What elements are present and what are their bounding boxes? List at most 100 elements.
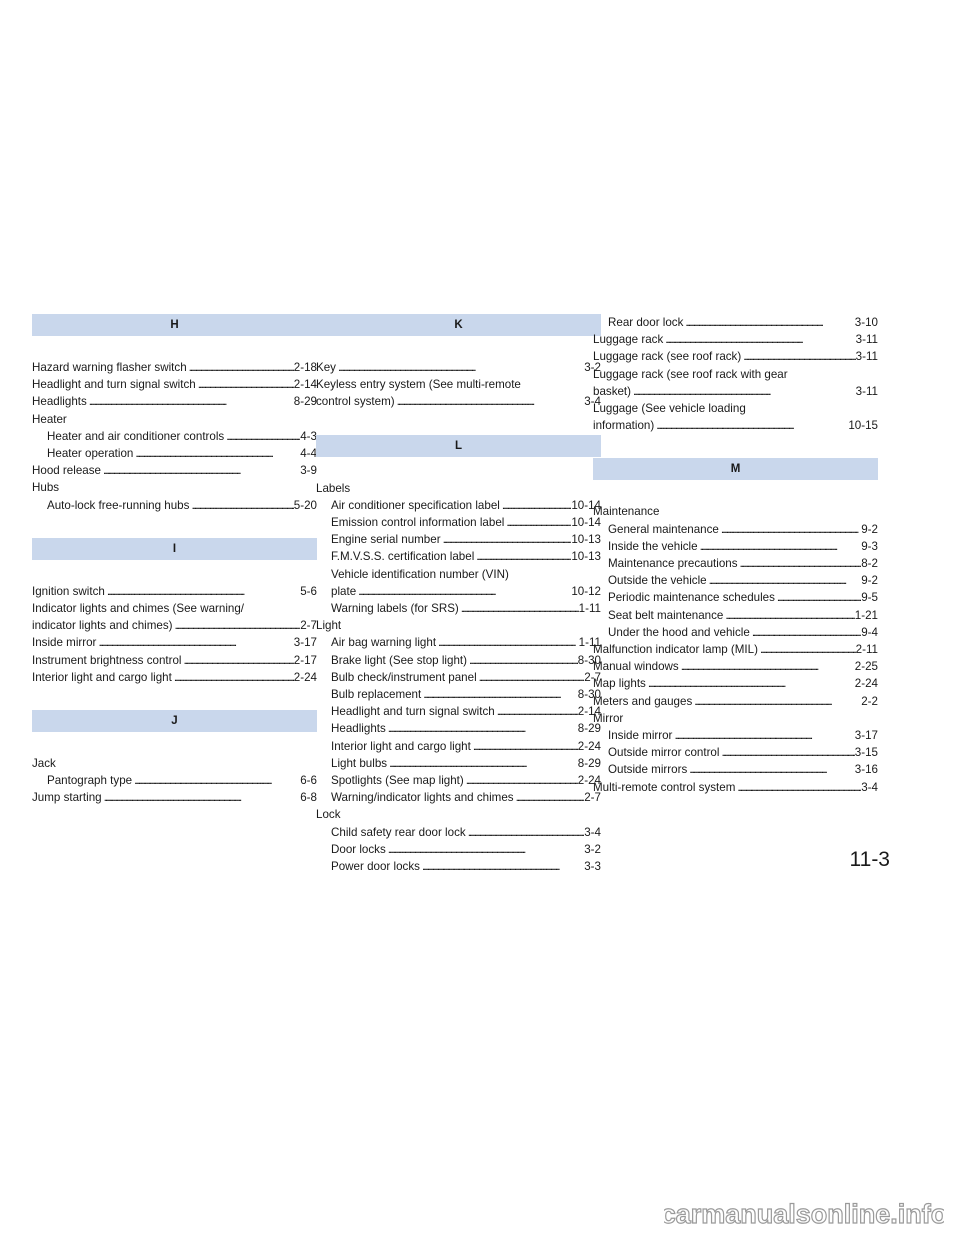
entry-page-ref: 2-11 [855, 643, 878, 657]
index-subentry: plate10-12 [316, 583, 601, 600]
index-entry: Inside mirror 3-17 [32, 634, 317, 651]
entry-text: information) [593, 419, 655, 433]
dot-leader [420, 858, 584, 875]
entry-page-ref: 6-8 [300, 791, 317, 805]
dot-leader [436, 634, 579, 651]
section-header: J [32, 710, 317, 733]
dot-leader [707, 572, 862, 589]
entry-text: Light bulbs [331, 756, 388, 770]
index-subentry: Outside mirror control3-15 [593, 744, 878, 761]
index-entry: Mirror [593, 711, 624, 725]
entry-page-ref: 10-12 [571, 584, 601, 598]
dot-leader [105, 583, 300, 600]
entry-text: Headlights [331, 722, 386, 736]
index-subentry: Headlight and turn signal switch2-14 [316, 703, 601, 720]
section-header: H [32, 314, 317, 336]
dot-leader [133, 445, 300, 462]
entry-page-ref: 3-17 [293, 636, 317, 650]
index-subentry: Auto-lock free-running hubs5-20 [32, 497, 317, 514]
entry-page-ref: 9-4 [861, 625, 878, 639]
dot-leader [663, 331, 855, 348]
dot-leader [719, 521, 861, 538]
entry-text: Auto-lock free-running hubs [47, 498, 190, 512]
index-entry: Key 3-2 [316, 359, 601, 376]
entry-page-ref: 3-4 [861, 780, 878, 794]
entry-text: Luggage rack (see roof rack) [593, 350, 742, 364]
dot-leader [224, 428, 300, 445]
index-subentry: Child safety rear door lock3-4 [316, 824, 601, 841]
entry-text: Key [316, 361, 336, 374]
entry-text: Headlights [32, 395, 87, 409]
entry-page-ref: 8-29 [577, 756, 601, 770]
entry-text: control system) [316, 395, 395, 409]
index-entry: basket)3-11 [593, 383, 878, 400]
entry-page-ref: 3-9 [300, 464, 317, 478]
dot-leader [441, 531, 572, 548]
entry-text: Power door locks [331, 860, 420, 874]
index-subentry: Inside the vehicle9-3 [593, 538, 878, 555]
entry-page-ref: 10-13 [571, 550, 601, 564]
entry-page-ref: 2-25 [854, 660, 878, 674]
entry-text: indicator lights and chimes) [32, 619, 173, 633]
dot-leader [467, 652, 578, 669]
index-subentry: Engine serial number10-13 [316, 531, 601, 548]
index-subentry: Warning labels (for SRS)1-11 [316, 600, 601, 617]
index-entry: Headlight and turn signal switch2-14 [32, 376, 317, 393]
index-subentry: General maintenance9-2 [593, 521, 878, 538]
index-entry: Headlights8-29 [32, 393, 317, 410]
section-header: I [32, 537, 317, 560]
dot-leader [504, 514, 571, 531]
entry-page-ref: 3-2 [584, 361, 601, 374]
entry-text: Pantograph type [47, 774, 133, 788]
index-subentry: Outside mirrors3-16 [593, 761, 878, 778]
entry-page-ref: 2-14 [293, 378, 317, 392]
dot-leader [386, 720, 578, 737]
index-subentry: Inside mirror3-17 [593, 727, 878, 744]
entry-text: Rear door lock [608, 316, 684, 329]
entry-page-ref: 6-6 [300, 774, 317, 788]
entry-text: Outside mirrors [608, 763, 688, 777]
section-header: K [316, 314, 601, 336]
dot-leader [356, 583, 571, 600]
dot-leader [189, 497, 293, 514]
entry-text: F.M.V.S.S. certification label [331, 550, 475, 564]
dot-leader [735, 779, 861, 796]
index-subentry: Maintenance precautions8-2 [593, 555, 878, 572]
index-subentry: Power door locks3-3 [316, 858, 601, 875]
dot-leader [672, 727, 854, 744]
dot-leader [464, 772, 578, 789]
entry-text: Inside mirror [32, 636, 97, 650]
entry-page-ref: 10-14 [571, 498, 601, 512]
entry-text: Outside the vehicle [608, 574, 707, 588]
entry-page-ref: 2-24 [293, 670, 317, 684]
entry-page-ref: 2-7 [584, 670, 601, 684]
dot-leader [87, 393, 294, 410]
entry-page-ref: 1-11 [578, 636, 601, 650]
entry-text: Bulb replacement [331, 688, 422, 702]
page-number: 11-3 [849, 848, 890, 871]
entry-text: Door locks [331, 842, 386, 856]
index-subentry: Air bag warning light1-11 [316, 634, 601, 651]
index-entry: Hood release3-9 [32, 462, 317, 479]
dot-leader [692, 693, 861, 710]
index-subentry: Warning/indicator lights and chimes2-7 [316, 789, 601, 806]
dot-leader [466, 824, 585, 841]
dot-leader [514, 789, 585, 806]
dot-leader [687, 761, 855, 778]
index-entry: Lock [316, 808, 341, 822]
index-subentry: Under the hood and vehicle9-4 [593, 624, 878, 641]
entry-page-ref: 8-29 [577, 722, 601, 736]
index-subentry: Air conditioner specification label10-14 [316, 497, 601, 514]
index-entry: control system)3-4 [316, 393, 601, 410]
index-entry: Manual windows2-25 [593, 658, 878, 675]
dot-leader [698, 538, 862, 555]
dot-leader [477, 669, 585, 686]
index-entry: Luggage rack (see roof rack)3-11 [593, 348, 878, 365]
dot-leader [738, 555, 862, 572]
